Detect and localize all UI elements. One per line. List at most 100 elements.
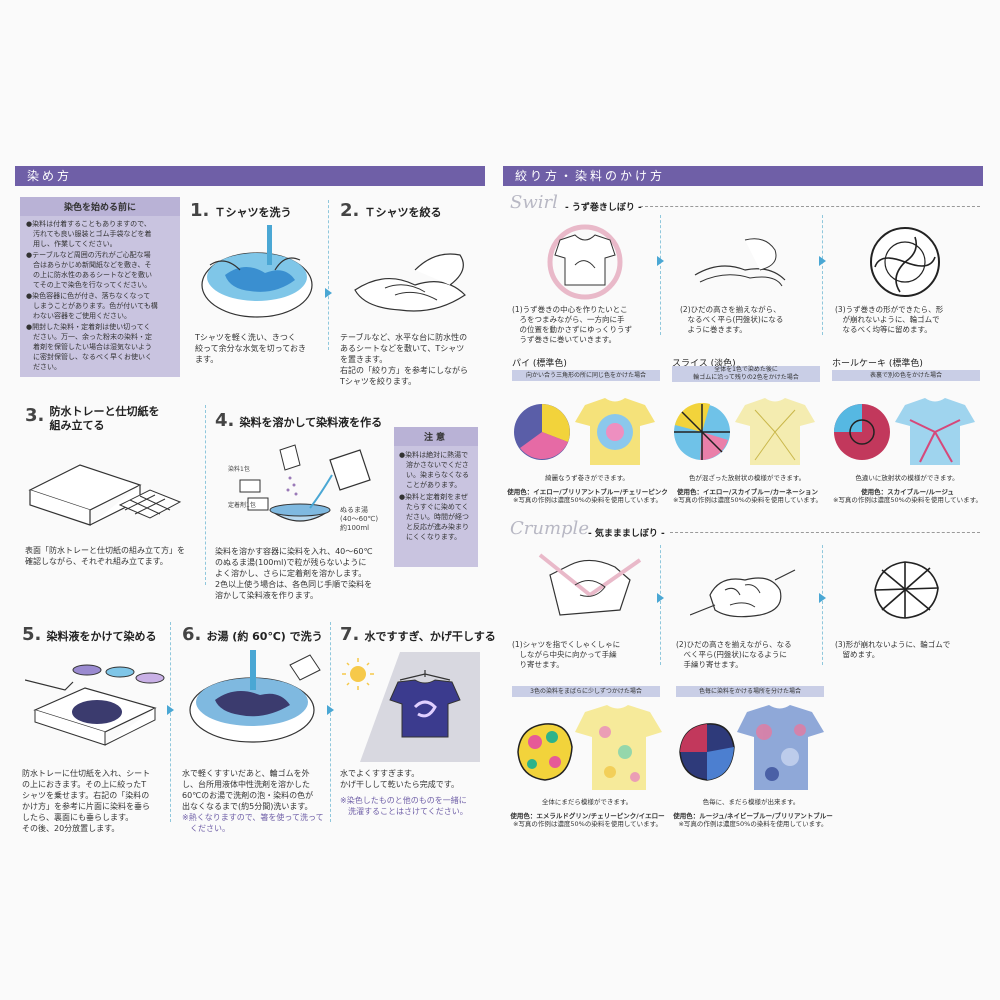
label-dye-packet: 染料1包 (228, 466, 250, 473)
variant-note-crumple-2: ※写真の作例は濃度50%の染料を使用しています。 (678, 820, 828, 828)
hot-water-wash-illustration (189, 650, 321, 743)
arrow-right-icon (819, 256, 826, 266)
step-title: 水ですすぎ、かげ干しする (364, 630, 496, 643)
swirl-step3-text: (3)うず巻きの形ができたら、形 が崩れないように、輪ゴムで なるべく均等に留め… (835, 305, 944, 334)
swirl-step1-illustration (547, 224, 623, 300)
crumple-step1-illustration (538, 553, 642, 616)
prep-item: ●開封した染料・定着剤は使い切ってく ださい。万一、余った粉末の染料・定 着剤を… (26, 323, 152, 371)
caution-item: ●染料は絶対に熱湯で 溶かさないでくださ い。染まらなくなる ことがあります。 (399, 451, 469, 489)
crumple-step3-illustration (874, 561, 939, 619)
divider (170, 622, 171, 822)
variant-name-cake: ホールケーキ (標準色) (832, 359, 923, 369)
swirl-step2-text: (2)ひだの高さを揃えながら、 なるべく平ら(円盤状)になる ように巻きます。 (680, 305, 784, 334)
wring-shirt-illustration (354, 253, 466, 312)
step-4-text: 染料を溶かす容器に染料を入れ、40～60℃ のぬるま湯(100ml)で粒が残らな… (215, 547, 373, 600)
step-number: 6. (182, 624, 202, 645)
variant-caption-slice: 色が混ざった放射状の模様ができます。 (688, 474, 806, 482)
pie-result-photo (514, 398, 655, 465)
variant-note-slice: ※写真の作例は濃度50%の染料を使用しています。 (672, 496, 823, 504)
arrow-right-icon (325, 288, 332, 298)
step-number: 4. (215, 410, 235, 431)
divider (670, 532, 980, 533)
crumple-step2-text: (2)ひだの高さを揃えながら、なる べく平ら(円盤状)になるように 手繰り寄せま… (676, 640, 792, 669)
variant-bar-crumple-1: 3色の染料をまばらに少しずつかけた場合 (512, 686, 660, 697)
prep-item: ●染料は付着することもありますので、 汚れても良い服装とゴム手袋などを着 用し、… (26, 220, 152, 248)
divider (822, 545, 823, 665)
variant-colors-crumple-1: 使用色：エメラルドグリン/チェリーピンク/イエロー (510, 812, 665, 820)
variant-note-cake: ※写真の作例は濃度50%の染料を使用しています。 (832, 496, 983, 504)
swirl-step3-illustration (870, 227, 940, 297)
tray-partition-illustration (28, 464, 182, 526)
variant-bar-crumple-2: 色毎に染料をかける場所を分けた場合 (676, 686, 824, 697)
divider (660, 545, 661, 665)
crumple-step3-text: (3)形が崩れないように、輪ゴムで 留めます。 (835, 640, 951, 659)
prep-list: ●染料は付着することもありますので、 汚れても良い服装とゴム手袋などを着 用し、… (20, 216, 180, 376)
arrow-right-icon (819, 593, 826, 603)
divider (330, 622, 331, 822)
variant-caption-pie: 綺麗なうず巻きができます。 (545, 474, 629, 482)
caution-box: 注意 ●染料は絶対に熱湯で 溶かさないでくださ い。染まらなくなる ことがありま… (394, 427, 478, 567)
divider (822, 215, 823, 335)
variant-name-slice: スライス (淡色) (672, 359, 736, 369)
crumple-step2-illustration (690, 569, 796, 618)
crumple-step1-text: (1)シャツを指でくしゃくしゃに しながら中央に向かって手繰 り寄せます。 (512, 640, 621, 669)
dissolve-dye-illustration (239, 444, 371, 522)
arrow-right-icon (657, 593, 664, 603)
variant-bar-pie: 向かい合う三角形の所に同じ色をかけた場合 (512, 370, 660, 381)
arrow-right-icon (327, 705, 334, 715)
label-fixer-packet: 定着剤1包 (228, 502, 256, 509)
variant-caption-crumple-2: 色毎に、まだら模様が出来ます。 (702, 798, 800, 806)
step-number: 3. (25, 405, 45, 426)
divider (660, 215, 661, 335)
step-4: 4. 染料を溶かして染料液を作る (215, 410, 382, 431)
slice-result-photo (674, 398, 815, 465)
section-title-techniques: 絞り方・染料のかけ方 (515, 169, 666, 183)
prep-item: ●染色容器に色が付き、落ちなくなって しまうことがあります。色が付いても構 わな… (26, 292, 158, 320)
divider (205, 405, 206, 585)
prep-box: 染色を始める前に ●染料は付着することもありますので、 汚れても良い服装とゴム手… (20, 197, 180, 377)
variant-colors-crumple-2: 使用色：ルージュ/ネイビーブルー/ブリリアントブルー (673, 812, 833, 820)
divider (328, 200, 329, 350)
step-number: 7. (340, 624, 360, 645)
step-2: 2. Ｔシャツを絞る (340, 200, 441, 221)
step-title: Ｔシャツを絞る (364, 206, 442, 219)
arrow-right-icon (167, 705, 174, 715)
variant-note-crumple-1: ※写真の作例は濃度50%の染料を使用しています。 (512, 820, 663, 828)
step-title: 防水トレーと仕切紙を 組み立てる (49, 405, 160, 432)
step-title: Ｔシャツを洗う (214, 206, 292, 219)
step-title: 染料を溶かして染料液を作る (239, 416, 383, 429)
step-3: 3. 防水トレーと仕切紙を 組み立てる (25, 405, 159, 433)
swirl-script-title: Swirl (510, 192, 558, 213)
step-2-text: テーブルなど、水平な台に防水性の あるシートなどを敷いて、Tシャツ を置きます。… (340, 333, 468, 386)
caution-title: 注意 (394, 427, 478, 446)
step-7-text: 水でよくすすぎます。 かげ干しして乾いたら完成です。 (340, 769, 459, 789)
variant-colors-cake: 使用色：スカイブルー/ルージュ (861, 488, 954, 496)
variant-caption-cake: 色違いに放射状の模様ができます。 (855, 474, 959, 482)
label-warm-water: ぬるま湯 (40～60℃) 約100ml (340, 506, 379, 532)
variant-bar-slice: 全体を1色で染めた後に 輪ゴムに沿って残りの2色をかけた場合 (672, 366, 820, 382)
crumple-result-photo-2 (679, 705, 824, 790)
step-title: 染料液をかけて染める (46, 630, 157, 643)
step-1: 1. Ｔシャツを洗う (190, 200, 291, 221)
variant-colors-pie: 使用色：イエロー/ブリリアントブルー/チェリーピンク (507, 488, 668, 496)
arrow-right-icon (657, 256, 664, 266)
pour-dye-illustration (25, 664, 165, 746)
section-bar-techniques: 絞り方・染料のかけ方 (503, 166, 983, 186)
step-6-note: ※熱くなりますので、箸を使って洗って ください。 (182, 813, 324, 833)
caution-item: ●染料と定着剤をまぜ たらすぐに染めてく ださい。時間が経つ と反応が進み染まり… (399, 493, 469, 541)
swirl-step2-illustration (694, 238, 786, 287)
step-number: 1. (190, 200, 210, 221)
crumple-result-photo-1 (517, 705, 662, 790)
step-6: 6. お湯 (約 60℃) で洗う (182, 624, 323, 645)
divider (640, 206, 980, 207)
variant-note-pie: ※写真の作例は濃度50%の染料を使用しています。 (512, 496, 663, 504)
cake-result-photo (834, 398, 975, 465)
prep-item: ●テーブルなど周囲の汚れがご心配な場 合はあらかじめ新聞紙などを敷き、そ の上に… (26, 251, 152, 289)
step-5-text: 防水トレーに仕切紙を入れ、シート の上におきます。その上に絞ったT シャツを乗せ… (22, 769, 151, 833)
step-number: 2. (340, 200, 360, 221)
crumple-subtitle: - 気ままましぼり - (588, 529, 665, 539)
variant-colors-slice: 使用色：イエロー/スカイブルー/カーネーション (676, 488, 819, 496)
section-title-dyeing: 染め方 (27, 169, 73, 183)
variant-bar-cake: 表裏で別の色をかけた場合 (832, 370, 980, 381)
step-5: 5. 染料液をかけて染める (22, 624, 156, 645)
